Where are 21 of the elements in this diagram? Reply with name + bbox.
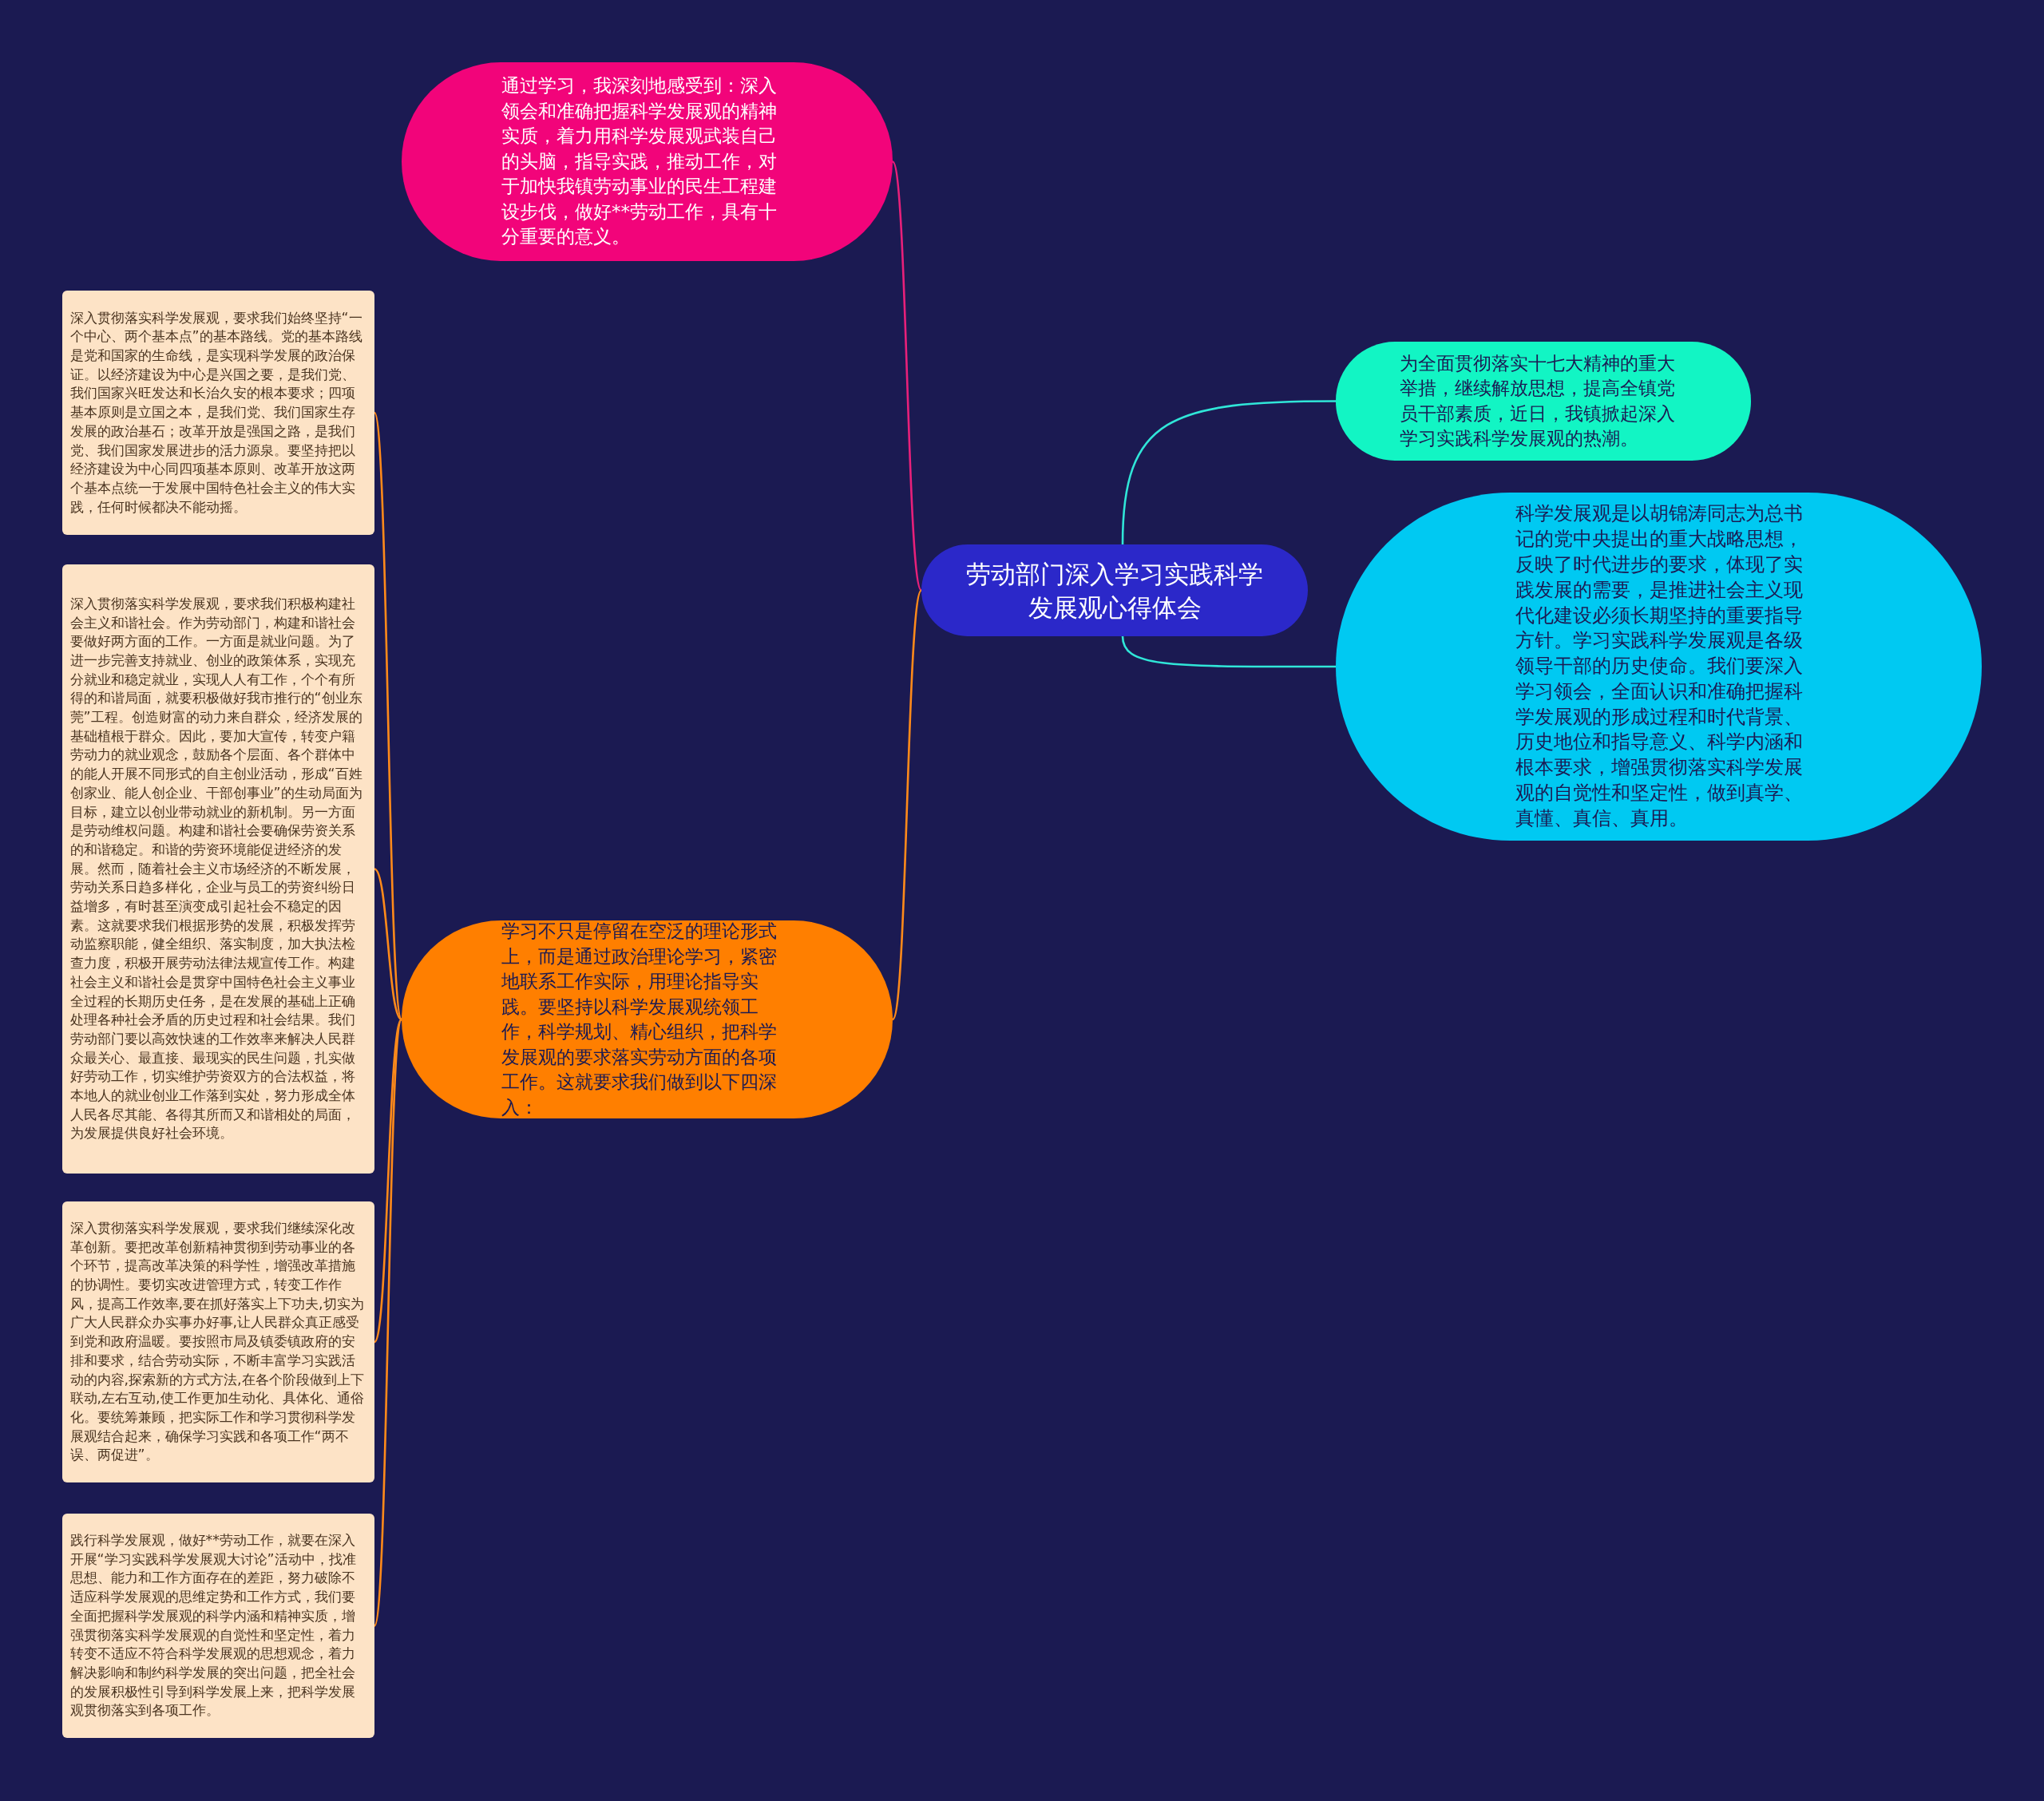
connector-line — [373, 1019, 403, 1343]
text-card — [62, 1201, 374, 1482]
node-text: 深入贯彻落实科学发展观，要求我们始终坚持“一个中心、两个基本点”的基本路线。党的基本路线是党和国家的生命线，是实现科学发展的政治保证。以经济建设为中心是兴国之要，是我们党、我们国家兴旺发达和长治久安的根本要求；四项基本原则是立国之本，是我们党、我们国家生存发展的政治基石；改革开放是强国之路，是我们党、我们国家发展进步的活力源泉。要坚持把以经济建设为中心同四项基本原则、改革开放这两个基本点统一于发展中国特色社会主义的伟大实践，任何时候都决不能动摇。 — [69, 308, 363, 517]
connector-line — [373, 1019, 403, 1626]
connector-line — [1121, 400, 1336, 545]
node-text: 深入贯彻落实科学发展观，要求我们积极构建社会主义和谐社会。作为劳动部门，构建和谐社会要做好两方面的工作。一方面是就业问题。为了进一步完善支持就业、创业的政策体系，实现充分就业和稳定就业，实现人人有工作，个个有所得的和谐局面，就要积极做好我市推行的“创业东莞”工程。创造财富的动力来自群众，经济发展的基础植根于群众。因此，要加大宣传，转变户籍劳动力的就业观念，鼓励各个层面、各个群体中的能人开展不同形式的自主创业活动，形成“百姓创家业、能人创企业、干部创事业”的生动局面为目标，建立以创业带动就业的新机制。另一方面是劳动维权问题。构建和谐社会要确保劳资关系的和谐稳定。和谐的劳资环境能促进经济的发展。然而，随着社会主义市场经济的不断发展，劳动关系日趋多样化，企业与员工的劳资纠纷日益增多，有时甚至演变成引起社会不稳定的因素。这就要求我们根据形势的发展，积极发挥劳动监察职能，健全组织、落实制度，加大执法检查力度，积极开展劳动法律法规宣传工作。构建社会主义和谐社会是贯穿中国特色社会主义事业全过程的长期历史任务，是在发展的基础上正确处理各种社会矛盾的历史过程和社会结果。我们劳动部门要以高效快速的工作效率来解决人民群众最关心、最直接、最现实的民生问题，扎实做好劳动工作，切实维护劳资双方的合法权益，将本地人的就业创业工作落到实处，努力形成全体人民各尽其能、各得其所而又和谐相处的局面，为发展提供良好社会环境。 — [69, 594, 363, 1143]
connector-line — [1121, 635, 1336, 668]
node-text: 通过学习，我深刻地感受到：深入领会和准确把握科学发展观的精神实质，着力用科学发展观武装自己的头脑，指导实践，推动工作，对于加快我镇劳动事业的民生工程建设步伐，做好**劳动工作，具有十分重要的意义。 — [501, 74, 778, 249]
node-text: 践行科学发展观，做好**劳动工作，就要在深入开展“学习实践科学发展观大讨论”活动中，找准思想、能力和工作方面存在的差距，努力破除不适应科学发展观的思维定势和工作方式，我们要全面把握科学发展观的科学内涵和精神实质，增强贯彻落实科学发展观的自觉性和坚定性，着力转变不适应不符合科学发展观的思想观念，着力解决影响和制约科学发展的突出问题，把全社会的发展积极性引导到科学发展上来，把科学发展观贯彻落实到各项工作。 — [69, 1531, 357, 1720]
text-card — [62, 291, 374, 535]
connector-line — [891, 590, 923, 1020]
connector-line — [891, 161, 923, 591]
connector-line — [373, 412, 403, 1020]
node-text: 劳动部门深入学习实践科学发展观心得体会 — [965, 558, 1264, 623]
text-card — [62, 1514, 374, 1738]
node-text: 深入贯彻落实科学发展观，要求我们继续深化改革创新。要把改革创新精神贯彻到劳动事业的各个环节，提高改革决策的科学性，增强改革措施的协调性。要切实改进管理方式，转变工作作风，提高工作效率,要在抓好落实上下功夫,切实为广大人民群众办实事办好事,让人民群众真正感受到党和政府温暖。要按照市局及镇委镇政府的安排和要求，结合劳动实际，不断丰富学习实践活动的内容,探索新的方式方法,在各个阶段做到上下联动,左右互动,使工作更加生动化、具体化、通俗化。要统筹兼顾，把实际工作和学习贯彻科学发展观结合起来，确保学习实践和各项工作“两不误、两促进”。 — [69, 1218, 365, 1465]
text-card — [62, 564, 374, 1174]
connector-line — [374, 868, 402, 1020]
node-text: 学习不只是停留在空泛的理论形式上，而是通过政治理论学习，紧密地联系工作实际，用理论指导实践。要坚持以科学发展观统领工作，科学规划、精心组织，把科学发展观的要求落实劳动方面的各项工作。这就要求我们做到以下四深入： — [501, 920, 778, 1119]
node-text: 为全面贯彻落实十七大精神的重大举措，继续解放思想，提高全镇党员干部素质，近日，我镇掀起深入学习实践科学发展观的热潮。 — [1400, 351, 1676, 450]
node-text: 科学发展观是以胡锦涛同志为总书记的党中央提出的重大战略思想，反映了时代进步的要求，体现了实践发展的需要，是推进社会主义现代化建设必须长期坚持的重要指导方针。学习实践科学发展观是各级领导干部的历史使命。我们要深入学习领会，全面认识和准确把握科学发展观的形成过程和时代背景、历史地位和指导意义、科学内涵和根本要求，增强贯彻落实科学发展观的自觉性和坚定性，做到真学、真懂、真信、真用。 — [1515, 501, 1803, 831]
